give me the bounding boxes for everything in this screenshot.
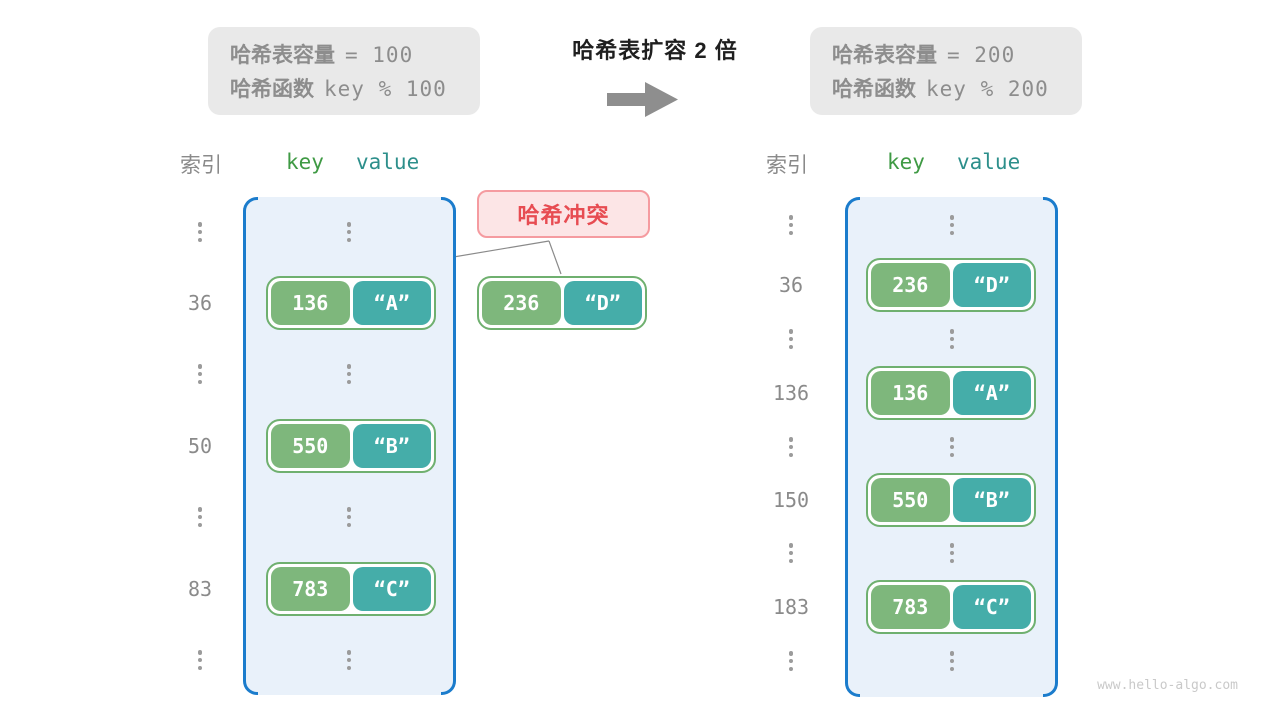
left-header-value: value bbox=[356, 150, 420, 174]
right-header-value: value bbox=[957, 150, 1021, 174]
ellipsis-dots bbox=[345, 222, 353, 242]
kv-pair-236-D: 236 “D” bbox=[477, 276, 647, 330]
collision-label: 哈希冲突 bbox=[517, 203, 610, 228]
ellipsis-dots bbox=[948, 543, 956, 563]
key-cell: 236 bbox=[482, 281, 561, 325]
hash-function-value: key % 200 bbox=[926, 77, 1049, 101]
left-bracket bbox=[845, 197, 860, 697]
index-label: 150 bbox=[772, 488, 810, 512]
right-header-index: 索引 bbox=[766, 154, 808, 177]
index-label: 36 bbox=[778, 273, 804, 297]
ellipsis-dots bbox=[787, 651, 795, 671]
value-cell: “B” bbox=[352, 424, 431, 468]
right-header-key: key bbox=[887, 150, 925, 174]
watermark: www.hello-algo.com bbox=[1097, 678, 1238, 693]
value-cell: “D” bbox=[563, 281, 642, 325]
index-label: 83 bbox=[187, 577, 213, 601]
expand-arrow-icon bbox=[607, 82, 678, 117]
hash-function-value: key % 100 bbox=[324, 77, 447, 101]
index-label: 50 bbox=[187, 434, 213, 458]
left-bracket bbox=[243, 197, 258, 695]
kv-pair-136-A: 136 “A” bbox=[866, 366, 1036, 420]
index-label: 183 bbox=[772, 595, 810, 619]
hash-function-label: 哈希函数 bbox=[230, 78, 314, 101]
ellipsis-dots bbox=[345, 650, 353, 670]
collision-callout: 哈希冲突 bbox=[477, 190, 650, 238]
key-cell: 550 bbox=[871, 478, 950, 522]
kv-pair-236-D: 236 “D” bbox=[866, 258, 1036, 312]
ellipsis-dots bbox=[345, 507, 353, 527]
key-cell: 550 bbox=[271, 424, 350, 468]
ellipsis-dots bbox=[948, 651, 956, 671]
hash-function-label: 哈希函数 bbox=[832, 78, 916, 101]
key-cell: 136 bbox=[871, 371, 950, 415]
kv-pair-783-C: 783 “C” bbox=[266, 562, 436, 616]
ellipsis-dots bbox=[787, 543, 795, 563]
right-bracket bbox=[441, 197, 456, 695]
diagram-title: 哈希表扩容 2 倍 bbox=[572, 38, 738, 63]
left-header-key: key bbox=[286, 150, 324, 174]
value-cell: “C” bbox=[352, 567, 431, 611]
index-label: 36 bbox=[187, 291, 213, 315]
index-label: 136 bbox=[772, 381, 810, 405]
kv-pair-550-B: 550 “B” bbox=[266, 419, 436, 473]
ellipsis-dots bbox=[948, 329, 956, 349]
ellipsis-dots bbox=[787, 329, 795, 349]
ellipsis-dots bbox=[196, 507, 204, 527]
kv-pair-783-C: 783 “C” bbox=[866, 580, 1036, 634]
ellipsis-dots bbox=[787, 215, 795, 235]
ellipsis-dots bbox=[196, 222, 204, 242]
value-cell: “B” bbox=[952, 478, 1031, 522]
ellipsis-dots bbox=[196, 364, 204, 384]
key-cell: 136 bbox=[271, 281, 350, 325]
value-cell: “A” bbox=[952, 371, 1031, 415]
value-cell: “C” bbox=[952, 585, 1031, 629]
value-cell: “A” bbox=[352, 281, 431, 325]
capacity-value: = 100 bbox=[345, 43, 414, 67]
ellipsis-dots bbox=[345, 364, 353, 384]
key-cell: 783 bbox=[871, 585, 950, 629]
capacity-label: 哈希表容量 bbox=[230, 44, 335, 67]
key-cell: 236 bbox=[871, 263, 950, 307]
ellipsis-dots bbox=[948, 437, 956, 457]
kv-pair-550-B: 550 “B” bbox=[866, 473, 1036, 527]
ellipsis-dots bbox=[787, 437, 795, 457]
capacity-label: 哈希表容量 bbox=[832, 44, 937, 67]
key-cell: 783 bbox=[271, 567, 350, 611]
kv-pair-136-A: 136 “A” bbox=[266, 276, 436, 330]
capacity-box-before: 哈希表容量 = 100 哈希函数 key % 100 bbox=[208, 27, 480, 115]
value-cell: “D” bbox=[952, 263, 1031, 307]
ellipsis-dots bbox=[196, 650, 204, 670]
left-header-index: 索引 bbox=[180, 154, 222, 177]
capacity-box-after: 哈希表容量 = 200 哈希函数 key % 200 bbox=[810, 27, 1082, 115]
right-bracket bbox=[1043, 197, 1058, 697]
ellipsis-dots bbox=[948, 215, 956, 235]
capacity-value: = 200 bbox=[947, 43, 1016, 67]
